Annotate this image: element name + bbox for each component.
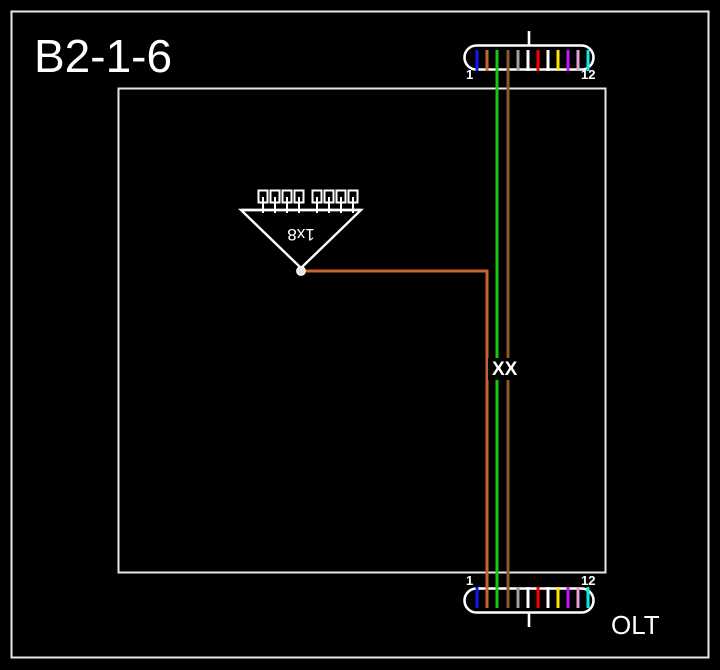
splitter-output-port-2 [269, 189, 281, 204]
enclosure-rectangle [117, 87, 607, 574]
page-title: B2-1-6 [34, 30, 172, 82]
bottom-connector-first-label: 1 [466, 573, 473, 588]
top-connector-ports[interactable] [475, 50, 590, 71]
splitter-output-port-7 [335, 189, 347, 204]
top-connector-last-label: 12 [581, 67, 595, 82]
top-connector-first-label: 1 [466, 67, 473, 82]
olt-label: OLT [611, 610, 660, 640]
splice-marker-label: XX [492, 359, 518, 380]
bottom-connector-last-label: 12 [581, 573, 595, 588]
splice-marker[interactable]: XX [488, 358, 518, 380]
outer-frame [10, 10, 710, 659]
orange-fiber[interactable] [301, 269, 489, 588]
splitter-output-ports[interactable] [257, 189, 359, 204]
splitter-output-port-4 [293, 189, 305, 204]
splice-marker-bg [488, 358, 514, 380]
splitter-output-port-5 [311, 189, 323, 204]
fiber-run-group [301, 58, 510, 588]
bottom-connector[interactable]: 1 12 [463, 573, 596, 627]
splitter-output-stems [262, 197, 354, 213]
splitter-label: 1x8 [287, 225, 314, 244]
splitter-input-port[interactable] [296, 266, 306, 276]
top-connector[interactable]: 1 12 [463, 31, 596, 82]
splitter-output-port-6 [323, 189, 335, 204]
splitter-1x8[interactable]: 1x8 [238, 189, 364, 276]
bottom-connector-ports[interactable] [475, 587, 590, 608]
splitter-output-port-3 [281, 189, 293, 204]
splitter-output-port-1 [257, 189, 269, 204]
splitter-output-port-8 [347, 189, 359, 204]
